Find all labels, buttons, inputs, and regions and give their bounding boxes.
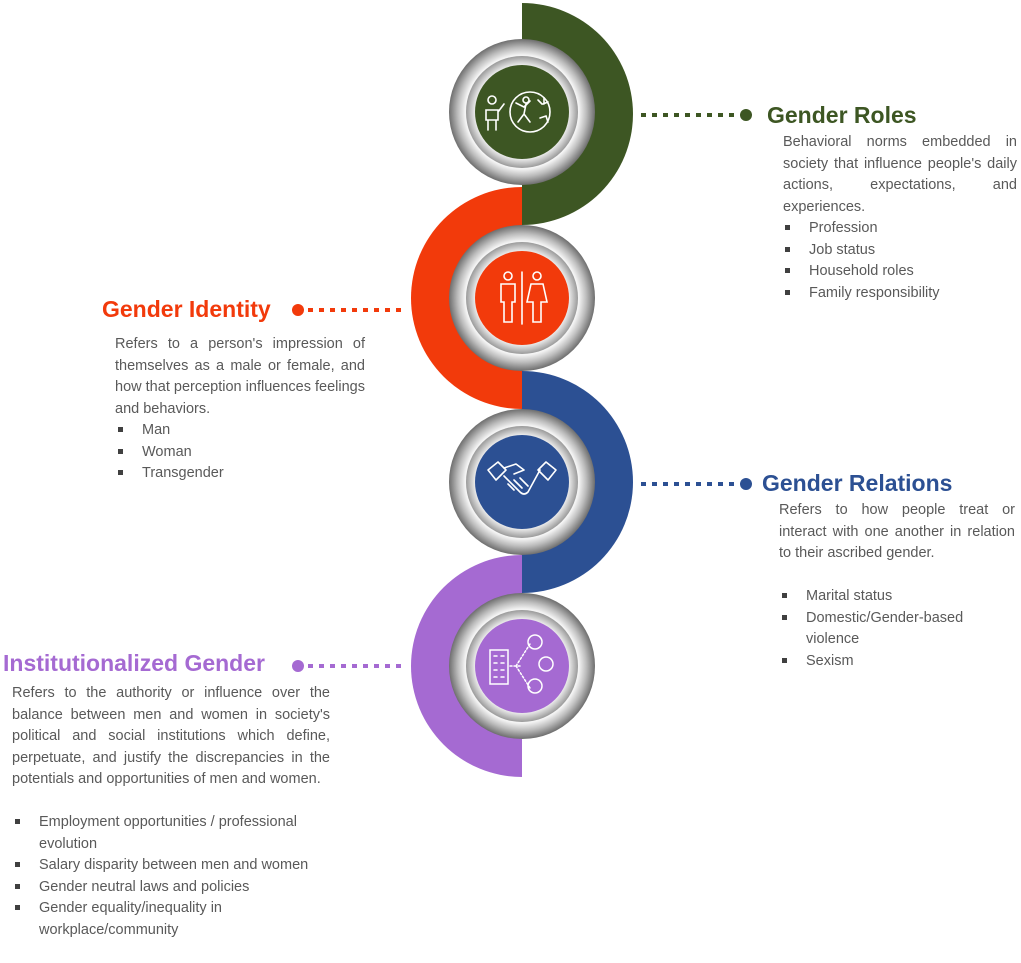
institutional-icon-badge bbox=[449, 593, 595, 739]
gender-roles-bullets: Profession Job status Household roles Fa… bbox=[782, 218, 1018, 304]
gender-roles-description: Behavioral norms embedded in society tha… bbox=[783, 134, 1017, 215]
identity-connector bbox=[292, 304, 402, 316]
list-item: Domestic/Gender-based violence bbox=[779, 608, 1015, 651]
roles-connector bbox=[641, 109, 752, 121]
roles-icon-badge bbox=[449, 39, 595, 185]
gender-roles-title: Gender Roles bbox=[767, 102, 917, 128]
institutionalized-gender-title: Institutionalized Gender bbox=[3, 650, 265, 676]
person-presenting-icon bbox=[485, 91, 551, 133]
institutionalized-gender-bullets: Employment opportunities / professional … bbox=[12, 812, 312, 941]
list-item: Household roles bbox=[782, 261, 1018, 283]
list-item: Sexism bbox=[779, 651, 1015, 673]
list-item: Family responsibility bbox=[782, 283, 1018, 305]
list-item: Marital status bbox=[779, 586, 1015, 608]
identity-icon-badge bbox=[449, 225, 595, 371]
list-item: Job status bbox=[782, 240, 1018, 262]
list-item: Employment opportunities / professional … bbox=[12, 812, 312, 855]
gender-relations-title: Gender Relations bbox=[762, 470, 953, 496]
gender-identity-title: Gender Identity bbox=[102, 296, 271, 322]
list-item: Gender equality/inequality in workplace/… bbox=[12, 898, 312, 941]
institutionalized-gender-description: Refers to the authority or influence ove… bbox=[12, 685, 330, 787]
list-item: Man bbox=[115, 420, 365, 442]
list-item: Salary disparity between men and women bbox=[12, 855, 312, 877]
list-item: Woman bbox=[115, 442, 365, 464]
gender-identity-bullets: Man Woman Transgender bbox=[115, 420, 365, 485]
list-item: Profession bbox=[782, 218, 1018, 240]
gender-identity-description: Refers to a person's impression of thems… bbox=[115, 336, 365, 417]
list-item: Gender neutral laws and policies bbox=[12, 877, 312, 899]
relations-connector bbox=[641, 478, 752, 490]
gender-relations-description: Refers to how people treat or interact w… bbox=[779, 502, 1015, 561]
list-item: Transgender bbox=[115, 463, 365, 485]
building-network-icon bbox=[489, 634, 554, 694]
institutional-connector bbox=[292, 660, 402, 672]
handshake-icon bbox=[487, 461, 557, 495]
male-female-icon bbox=[500, 271, 548, 325]
gender-relations-bullets: Marital status Domestic/Gender-based vio… bbox=[779, 586, 1015, 672]
relations-icon-badge bbox=[449, 409, 595, 555]
